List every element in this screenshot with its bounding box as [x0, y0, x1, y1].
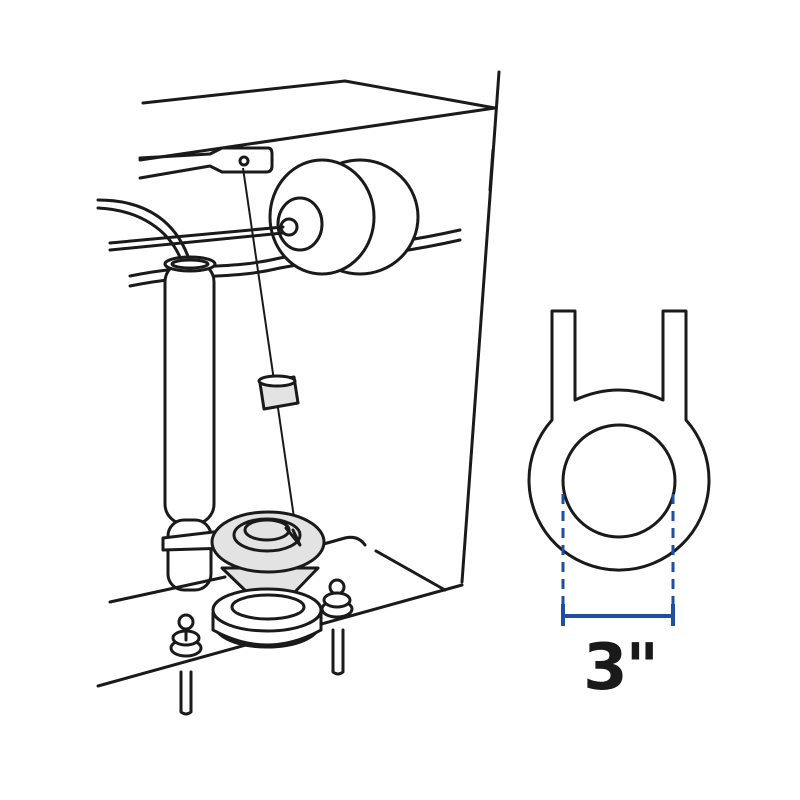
- dimension-indicator: [561, 494, 675, 626]
- flapper-ring-diagram: [527, 309, 711, 572]
- flapper-chain: [242, 167, 300, 546]
- float-ball: [108, 158, 420, 276]
- dimension-label: 3": [583, 631, 659, 705]
- flush-valve-seat: [211, 587, 323, 649]
- tank-lid: [138, 70, 501, 584]
- trip-lever: [138, 146, 274, 180]
- tank-bolt-left: [169, 613, 203, 716]
- refill-tube: [96, 198, 192, 264]
- tank-bolt-right: [320, 578, 354, 676]
